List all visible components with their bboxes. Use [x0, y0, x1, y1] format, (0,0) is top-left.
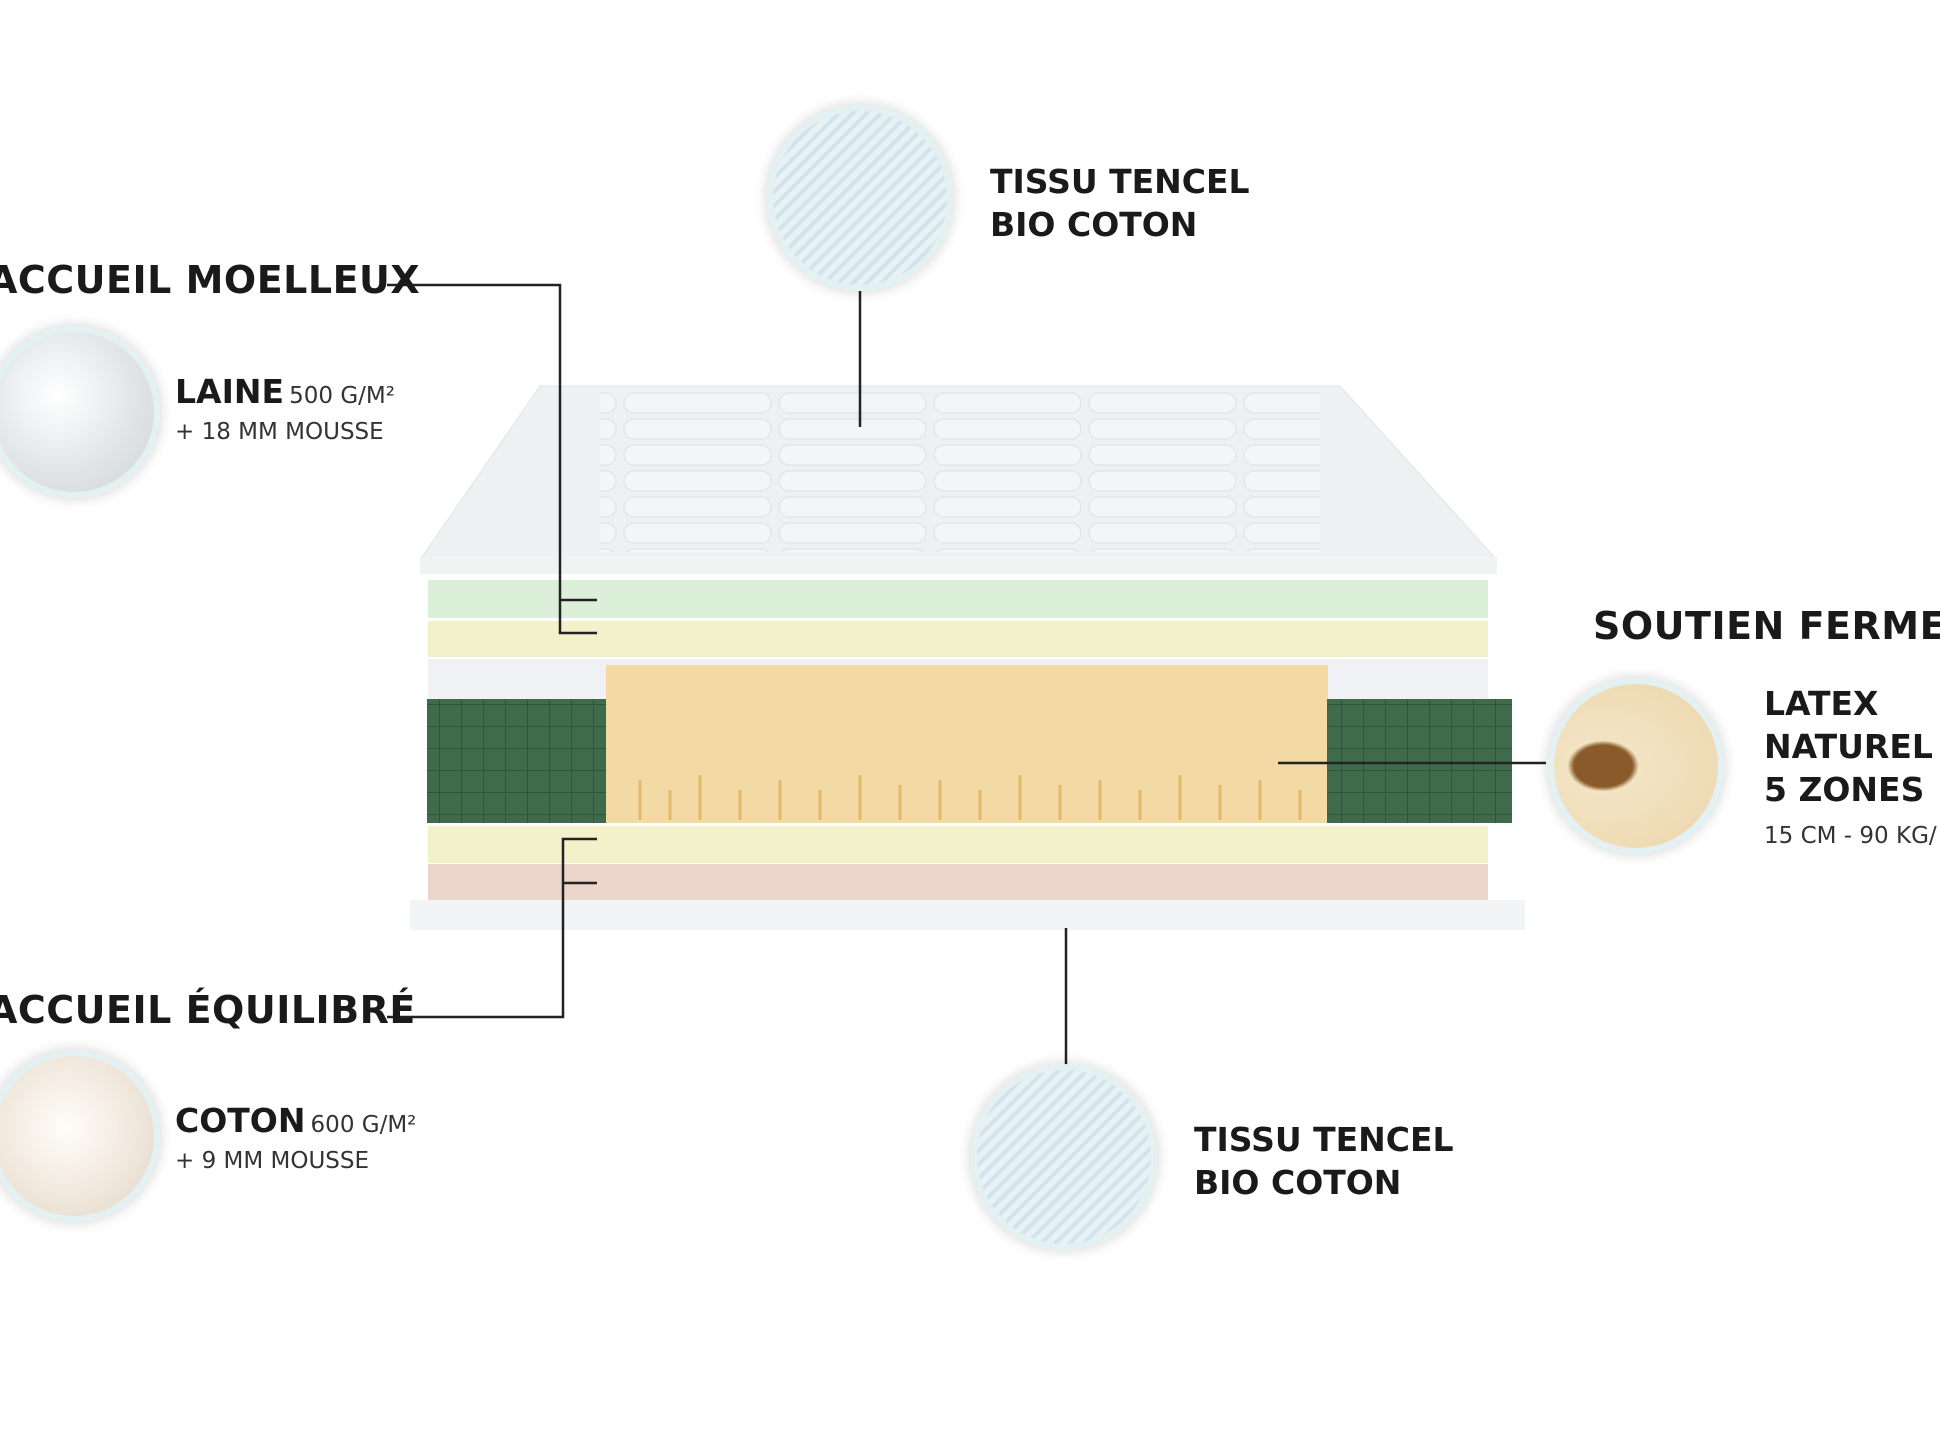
support-line1: LATEX — [1764, 684, 1879, 723]
latex-core — [606, 665, 1328, 823]
material-name: COTON — [175, 1101, 306, 1140]
material-extra: + 18 MM MOUSSE — [175, 419, 384, 445]
top-label-line1: TISSU TENCEL — [990, 162, 1250, 201]
support-details: LATEX NATUREL 5 ZONES 15 CM - 90 KG/ — [1764, 682, 1937, 858]
comfort-top-details: LAINE 500 G/M² + 18 MM MOUSSE — [175, 370, 395, 445]
support-title: SOUTIEN FERME — [1593, 604, 1940, 648]
comfort-top-title: ACCUEIL MOELLEUX — [0, 258, 421, 302]
support-spec: 15 CM - 90 KG/ — [1764, 823, 1937, 849]
top-label: TISSU TENCEL BIO COTON — [990, 160, 1250, 246]
material-extra: + 9 MM MOUSSE — [175, 1148, 370, 1174]
material-name: LAINE — [175, 372, 285, 411]
core-side-left — [427, 699, 607, 823]
bottom-label-line2: BIO COTON — [1194, 1163, 1402, 1202]
core-side-right — [1327, 699, 1512, 823]
wool-image — [0, 326, 160, 498]
callout-lines — [387, 283, 1546, 1066]
green-layer — [428, 580, 1488, 618]
material-weight: 600 G/M² — [310, 1112, 417, 1138]
yellow-layer-bottom — [428, 826, 1488, 863]
top-label-line2: BIO COTON — [990, 205, 1198, 244]
support-line2: NATUREL — [1764, 727, 1933, 766]
comfort-bottom-title: ACCUEIL ÉQUILIBRÉ — [0, 988, 416, 1032]
support-line3: 5 ZONES — [1764, 770, 1925, 809]
bottom-label: TISSU TENCEL BIO COTON — [1194, 1118, 1454, 1204]
white-bottom-layer — [410, 900, 1525, 930]
tencel-fabric-image-top — [767, 105, 953, 291]
mattress-top-cover — [419, 385, 1499, 574]
material-weight: 500 G/M² — [289, 383, 395, 409]
yellow-layer — [428, 621, 1488, 657]
bottom-label-line1: TISSU TENCEL — [1194, 1120, 1454, 1159]
latex-image — [1548, 678, 1724, 854]
comfort-bottom-details: COTON 600 G/M² + 9 MM MOUSSE — [175, 1099, 416, 1174]
tencel-fabric-image-bottom — [971, 1064, 1157, 1250]
cotton-image — [0, 1050, 160, 1222]
pink-layer — [428, 864, 1488, 900]
